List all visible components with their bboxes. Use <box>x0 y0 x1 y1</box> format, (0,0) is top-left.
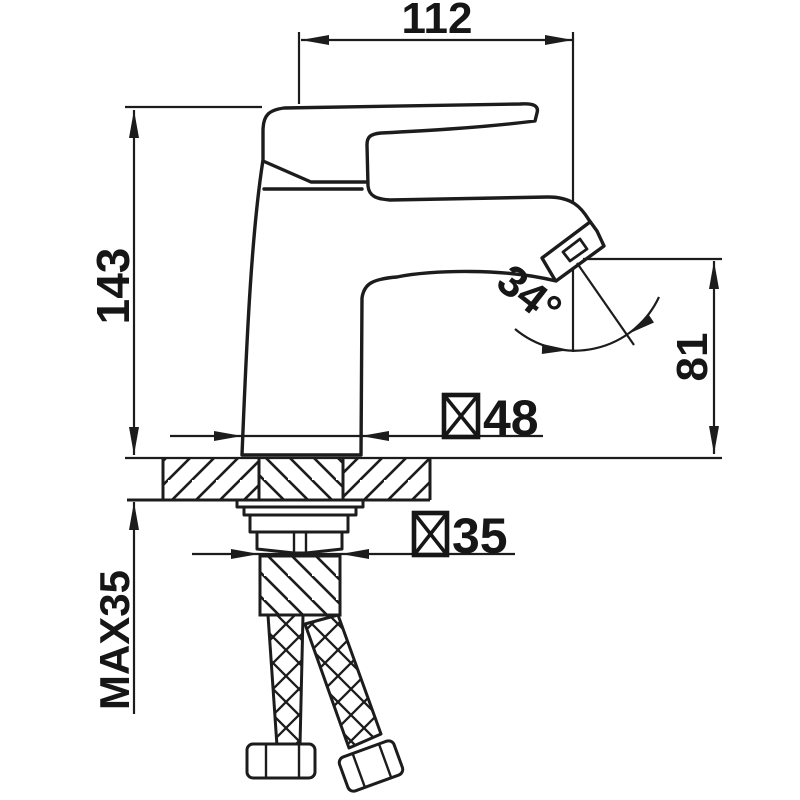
dim-arrow <box>709 426 719 454</box>
dim-arrow <box>214 431 242 441</box>
dim-label-143: 143 <box>87 248 139 325</box>
handle-chin-line <box>261 159 368 184</box>
aerator-face-line <box>540 220 592 282</box>
dimension-max-thickness: MAX35 <box>91 502 139 714</box>
dim-arrow <box>545 35 573 45</box>
hose-right-nut <box>337 739 405 793</box>
countertop-hatch-right <box>343 458 430 500</box>
dim-label-max35: MAX35 <box>91 570 138 710</box>
diameter-symbol-icon <box>441 392 481 440</box>
hose-right-braided <box>303 613 383 750</box>
washer-step-1 <box>235 498 365 509</box>
dim-label-81: 81 <box>668 333 717 382</box>
angle-reference-line <box>576 262 635 346</box>
dim-arrow <box>231 549 259 559</box>
dim-arrow <box>709 261 719 289</box>
hose-nut-facet <box>351 753 367 788</box>
countertop-section <box>127 458 432 502</box>
dim-arrow <box>129 427 139 455</box>
dim-arrow <box>361 431 389 441</box>
dimension-height-143: 143 <box>87 105 262 455</box>
dim-arrow <box>628 314 655 334</box>
dim-label-35: 35 <box>452 508 508 564</box>
dimension-spout-height-81: 81 <box>583 257 722 454</box>
dim-label-112: 112 <box>402 0 473 43</box>
dimension-width-112: 112 <box>297 0 573 104</box>
threaded-shank <box>258 554 342 617</box>
faucet-body-outline <box>240 102 606 457</box>
supply-hoses <box>245 613 405 793</box>
hose-nut-body <box>337 739 405 793</box>
diameter-symbol-icon <box>411 510 450 558</box>
hose-left-nut <box>245 742 317 780</box>
countertop-hatch-center <box>259 458 343 500</box>
mounting-hardware <box>235 498 365 555</box>
faucet-outline-group <box>240 102 606 457</box>
hose-nut-body <box>245 742 317 780</box>
washer-step-3 <box>248 513 350 534</box>
shank-hatch <box>260 556 340 615</box>
hose-nut-facet <box>377 743 393 779</box>
washer-step-2 <box>242 505 358 517</box>
dim-arrow <box>541 344 570 355</box>
countertop-hatch-left <box>163 458 259 500</box>
dim-arrow <box>301 35 329 45</box>
dimension-annotations: 112 143 81 34° <box>87 0 722 714</box>
dim-arrow <box>129 110 139 138</box>
dimension-base-diameter-48: 48 <box>170 390 543 446</box>
mounting-nut <box>255 530 344 555</box>
dim-label-48: 48 <box>483 390 539 446</box>
dim-arrow <box>129 502 139 530</box>
dim-arrow <box>341 549 369 559</box>
aerator-outlet-detail <box>561 237 589 263</box>
dimension-shank-diameter-35: 35 <box>192 508 515 564</box>
